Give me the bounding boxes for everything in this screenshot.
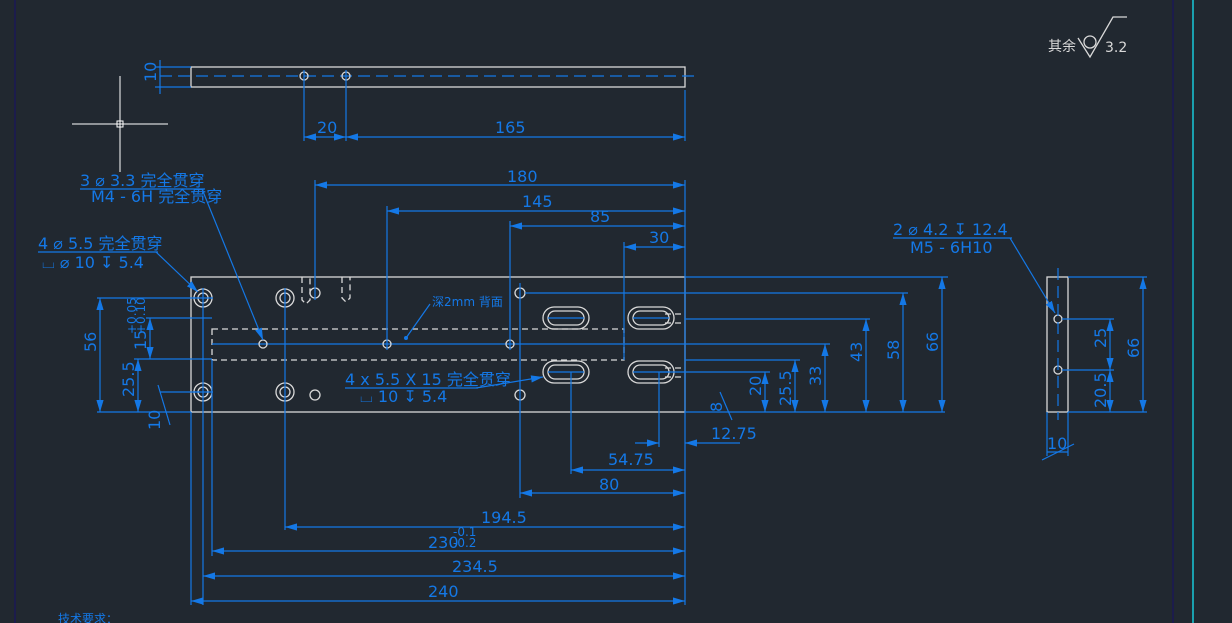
- callout-m5-6h10: M5 - 6H10: [910, 238, 993, 257]
- threaded-holes-hidden: [301, 277, 351, 305]
- callout-m4-6h: M4 - 6H 完全贯穿: [91, 187, 222, 206]
- dim-56: 56: [81, 332, 100, 352]
- top-view[interactable]: 20 165 10: [141, 60, 695, 141]
- callout-counterbore-10: ⌴ ⌀ 10 ↧ 5.4: [42, 253, 144, 272]
- dim-66: 66: [923, 332, 942, 352]
- dim-234-5: 234.5: [452, 557, 498, 576]
- dim-85: 85: [590, 207, 610, 226]
- dim-20: 20: [317, 118, 337, 137]
- dim-145: 145: [522, 192, 553, 211]
- dim-33: 33: [806, 366, 825, 386]
- dim-43: 43: [847, 342, 866, 362]
- dim-240: 240: [428, 582, 459, 601]
- roughness-value: 3.2: [1105, 40, 1127, 56]
- callout-2x-4-2: 2 ⌀ 4.2 ↧ 12.4: [893, 220, 1008, 239]
- dim-20-right: 20: [746, 376, 765, 396]
- dim-194-5: 194.5: [481, 508, 527, 527]
- tol-15-upper: +0.05: [125, 297, 139, 334]
- technical-requirements-heading: 技术要求：: [58, 612, 118, 623]
- dim-20-5-side: 20.5: [1091, 372, 1110, 408]
- dim-180: 180: [507, 167, 538, 186]
- tol-230-lower: -0.2: [453, 536, 476, 550]
- dim-80: 80: [599, 475, 619, 494]
- dim-66-side: 66: [1124, 338, 1143, 358]
- dim-230: 230: [428, 533, 459, 552]
- dim-8: 8: [707, 402, 726, 412]
- surface-roughness-symbol: 其余 3.2: [1048, 16, 1127, 59]
- dim-165: 165: [495, 118, 526, 137]
- dim-10-side: 10: [1047, 434, 1067, 453]
- dim-58: 58: [884, 340, 903, 360]
- side-view[interactable]: 25 20.5 66 10 2 ⌀ 4.2 ↧ 12.4 M5 - 6H10: [893, 220, 1147, 461]
- dim-12-75: 12.75: [711, 424, 757, 443]
- crosshair-cursor-icon: [72, 76, 168, 172]
- main-view[interactable]: 180 145 85 30 66 58 43 33 25.5 20 8: [38, 167, 948, 605]
- dim-10-left: 10: [145, 410, 164, 430]
- callout-4x-slot: 4 x 5.5 X 15 完全贯穿: [345, 370, 511, 389]
- callout-pocket-depth: 深2mm 背面: [432, 295, 503, 309]
- dim-25-side: 25: [1091, 328, 1110, 348]
- callout-slot-counterbore: ⌴ 10 ↧ 5.4: [360, 387, 447, 406]
- dim-25-5-left: 25.5: [119, 361, 138, 397]
- dim-30: 30: [649, 228, 669, 247]
- tol-230-upper: -0.1: [453, 525, 476, 539]
- tol-15-lower: +0.10: [134, 297, 148, 334]
- dim-10-top: 10: [141, 62, 160, 82]
- dim-25-5-right: 25.5: [776, 370, 795, 406]
- dim-54-75: 54.75: [608, 450, 654, 469]
- callout-4x-5-5: 4 ⌀ 5.5 完全贯穿: [38, 234, 163, 253]
- counterbore-holes: [193, 288, 295, 402]
- roughness-label: 其余: [1048, 38, 1076, 55]
- dim-15: 15: [131, 330, 150, 350]
- callout-3x-3-3: 3 ⌀ 3.3 完全贯穿: [80, 171, 205, 190]
- top-view-outline: [190, 66, 686, 88]
